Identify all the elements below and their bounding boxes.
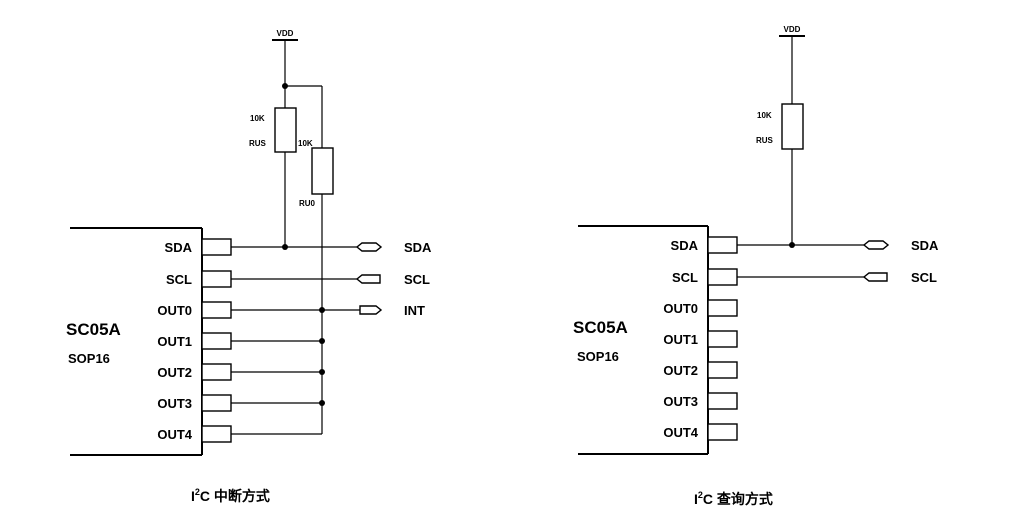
rus-name: RUS [756,136,774,145]
pin-label-scl: SCL [672,270,698,285]
pin-boxes [707,236,738,441]
resistor-rus [274,107,297,153]
pin-box-out2 [707,361,738,379]
junction-dot [319,338,325,344]
chip-package: SOP16 [577,349,619,364]
pin-box-out3 [707,392,738,410]
signal-label-scl: SCL [911,270,937,285]
caption-interrupt-mode: I2C 中断方式 [191,487,270,504]
vdd-label: VDD [784,25,801,34]
pin-label-out3: OUT3 [157,396,192,411]
sda-port [862,240,890,250]
signal-label-int: INT [404,303,425,318]
pin-label-out0: OUT0 [663,301,698,316]
pin-box-scl [201,270,232,288]
rus-value: 10K [757,111,772,120]
pin-box-out4 [707,423,738,441]
ru0-name: RU0 [299,199,316,208]
pin-boxes [201,238,232,443]
circuit-polling-mode: SC05A SOP16 SDA SCL OUT0 OUT1 OUT2 OUT3 … [573,25,939,507]
junction-dot [319,369,325,375]
int-port [359,305,383,315]
pin-box-out3 [201,394,232,412]
rus-value: 10K [250,114,265,123]
chip-package: SOP16 [68,351,110,366]
pin-label-sda: SDA [671,238,699,253]
caption-polling-mode: I2C 查询方式 [694,490,773,507]
pin-box-out2 [201,363,232,381]
vdd-label: VDD [277,29,294,38]
pin-label-out3: OUT3 [663,394,698,409]
junction-dot [319,307,325,313]
junction-dot [282,244,288,250]
junction-dot [282,83,288,89]
signal-label-sda: SDA [911,238,939,253]
pin-box-out4 [201,425,232,443]
pin-label-out0: OUT0 [157,303,192,318]
pin-label-scl: SCL [166,272,192,287]
pin-box-out0 [201,301,232,319]
pin-box-out0 [707,299,738,317]
pin-box-out1 [201,332,232,350]
circuit-interrupt-mode: SC05A SOP16 SDA SCL OUT0 OUT1 OUT2 OUT3 … [66,29,432,504]
pin-label-out1: OUT1 [157,334,192,349]
junction-dot [789,242,795,248]
pin-label-out2: OUT2 [663,363,698,378]
resistor-rus [781,103,804,150]
pin-label-out1: OUT1 [663,332,698,347]
pin-label-out2: OUT2 [157,365,192,380]
pin-box-sda [201,238,232,256]
sda-port [355,242,383,252]
pin-label-out4: OUT4 [157,427,192,442]
pin-label-sda: SDA [165,240,193,255]
chip-name: SC05A [573,318,628,337]
resistor-ru0 [311,147,334,195]
signal-label-sda: SDA [404,240,432,255]
scl-port [862,272,888,282]
pin-label-out4: OUT4 [663,425,698,440]
pin-box-scl [707,268,738,286]
rus-name: RUS [249,139,267,148]
ru0-value: 10K [298,139,313,148]
chip-name: SC05A [66,320,121,339]
signal-label-scl: SCL [404,272,430,287]
scl-port [355,274,381,284]
junction-dot [319,400,325,406]
pin-box-sda [707,236,738,254]
pin-box-out1 [707,330,738,348]
